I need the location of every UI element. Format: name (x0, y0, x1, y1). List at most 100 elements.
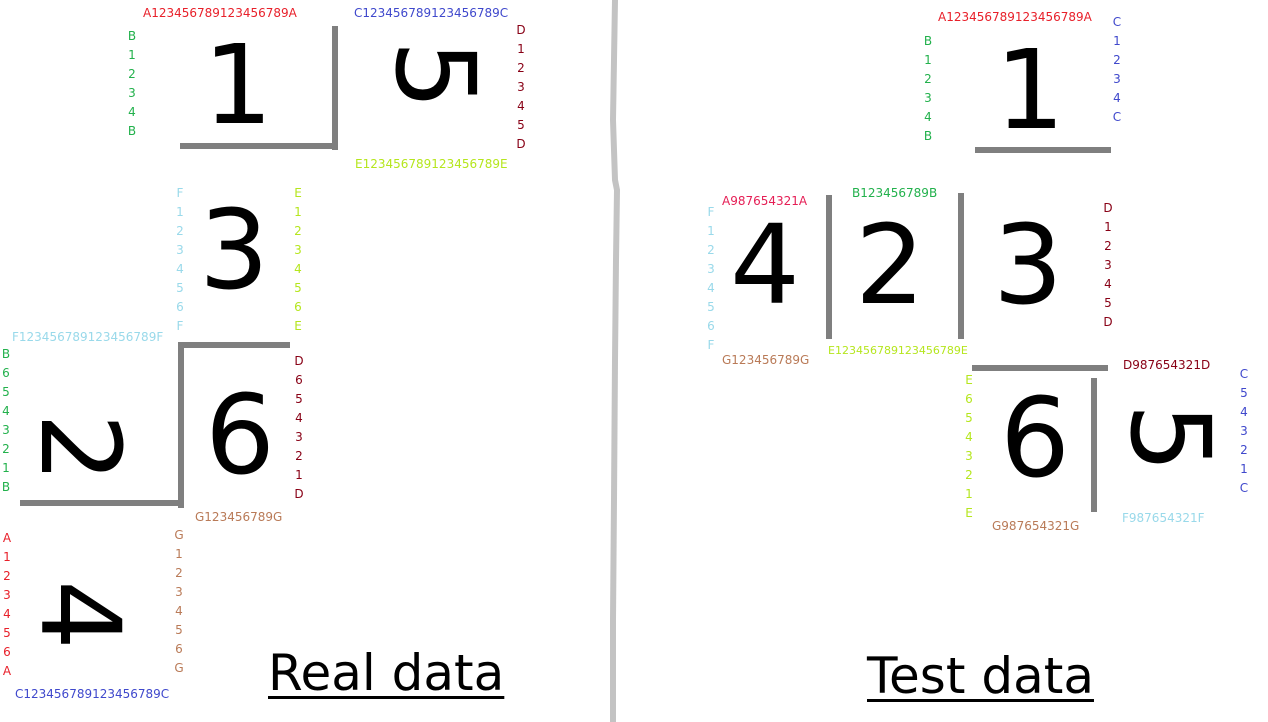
column-char: 2 (965, 468, 973, 482)
column-char: 3 (1240, 424, 1248, 438)
column-char: E (965, 373, 973, 387)
column-char: 4 (517, 99, 525, 113)
real-data-title: Real data (268, 644, 505, 702)
center-divider (610, 0, 620, 722)
column-char: 2 (3, 569, 11, 583)
test-label-a: A987654321A (722, 194, 808, 208)
column-char: C (1112, 15, 1122, 29)
column-char: 5 (175, 623, 183, 637)
column-char: 2 (707, 243, 715, 257)
column-char: 5 (3, 626, 11, 640)
column-char: F (707, 338, 715, 352)
column-char: B (1, 480, 11, 494)
column-char: 1 (175, 547, 183, 561)
column-char: 2 (1104, 239, 1112, 253)
column-char: 4 (295, 411, 303, 425)
bar-1-vertical (332, 26, 338, 150)
column-char: 4 (1113, 91, 1121, 105)
column-char: 6 (294, 300, 302, 314)
column-char: 4 (128, 105, 136, 119)
column-char: D (516, 137, 526, 151)
column-char: 4 (1104, 277, 1112, 291)
column-char: 2 (128, 67, 136, 81)
column-char: 4 (965, 430, 973, 444)
label-c-bottom: C123456789123456789C (15, 687, 170, 701)
test-label-f: F987654321F (1122, 511, 1205, 525)
column-char: C (1239, 367, 1249, 381)
column-char: 1 (965, 487, 973, 501)
column-char: B (923, 34, 933, 48)
column-char: 2 (924, 72, 932, 86)
column-char: 6 (707, 319, 715, 333)
column-char: 4 (3, 607, 11, 621)
column-char: 5 (176, 281, 184, 295)
test-label-d: D987654321D (1123, 358, 1211, 372)
column-char: D (1103, 315, 1113, 329)
test-label-g: G123456789G (722, 353, 810, 367)
column-char: B (127, 29, 137, 43)
column-char: 6 (2, 366, 10, 380)
column-char: 2 (175, 566, 183, 580)
bar-2-bottom (20, 500, 184, 506)
column-char: 5 (2, 385, 10, 399)
test-bar-6-top (972, 365, 1108, 371)
label-f: F123456789123456789F (12, 330, 164, 344)
column-char: 5 (294, 281, 302, 295)
test-label-b: B123456789B (852, 186, 938, 200)
column-char: B (1, 347, 11, 361)
column-char: 4 (1240, 405, 1248, 419)
test-bar-2-3 (958, 193, 964, 339)
column-char: 3 (3, 588, 11, 602)
test-digit-4: 4 (730, 201, 800, 329)
column-char: C (1112, 110, 1122, 124)
bar-6-top (178, 342, 290, 348)
column-char: 4 (176, 262, 184, 276)
column-char: 1 (295, 468, 303, 482)
test-digit-5-rotated: 5 (1106, 403, 1234, 473)
label-e: E123456789123456789E (355, 157, 508, 171)
column-char: D (516, 23, 526, 37)
column-char: 3 (2, 423, 10, 437)
column-char: 4 (924, 110, 932, 124)
column-char: 2 (1113, 53, 1121, 67)
column-char: 3 (175, 585, 183, 599)
column-char: E (294, 319, 302, 333)
column-char: 3 (176, 243, 184, 257)
column-char: 3 (707, 262, 715, 276)
column-char: 4 (707, 281, 715, 295)
digit-3: 3 (199, 186, 269, 314)
test-bar-4-2 (826, 195, 832, 339)
test-digit-6: 6 (1000, 374, 1070, 502)
column-char: 3 (1104, 258, 1112, 272)
column-char: 3 (295, 430, 303, 444)
column-char: F (707, 205, 715, 219)
column-char: 1 (1113, 34, 1121, 48)
column-char: 5 (707, 300, 715, 314)
test-label-e: E123456789123456789E (828, 344, 968, 357)
test-label-a-top: A123456789123456789A (938, 10, 1092, 24)
column-char: 3 (294, 243, 302, 257)
column-char: 1 (294, 205, 302, 219)
digit-2-rotated: 2 (16, 413, 144, 483)
column-char: 2 (176, 224, 184, 238)
column-char: G (174, 661, 184, 675)
column-char: 3 (924, 91, 932, 105)
column-char: A (2, 531, 12, 545)
column-char: 5 (1104, 296, 1112, 310)
column-char: D (294, 487, 304, 501)
test-bar-1 (975, 147, 1111, 153)
bar-1-horizontal (180, 143, 338, 149)
label-a-top: A123456789123456789A (143, 6, 297, 20)
column-char: 3 (965, 449, 973, 463)
digit-1: 1 (203, 21, 273, 149)
column-char: 5 (295, 392, 303, 406)
